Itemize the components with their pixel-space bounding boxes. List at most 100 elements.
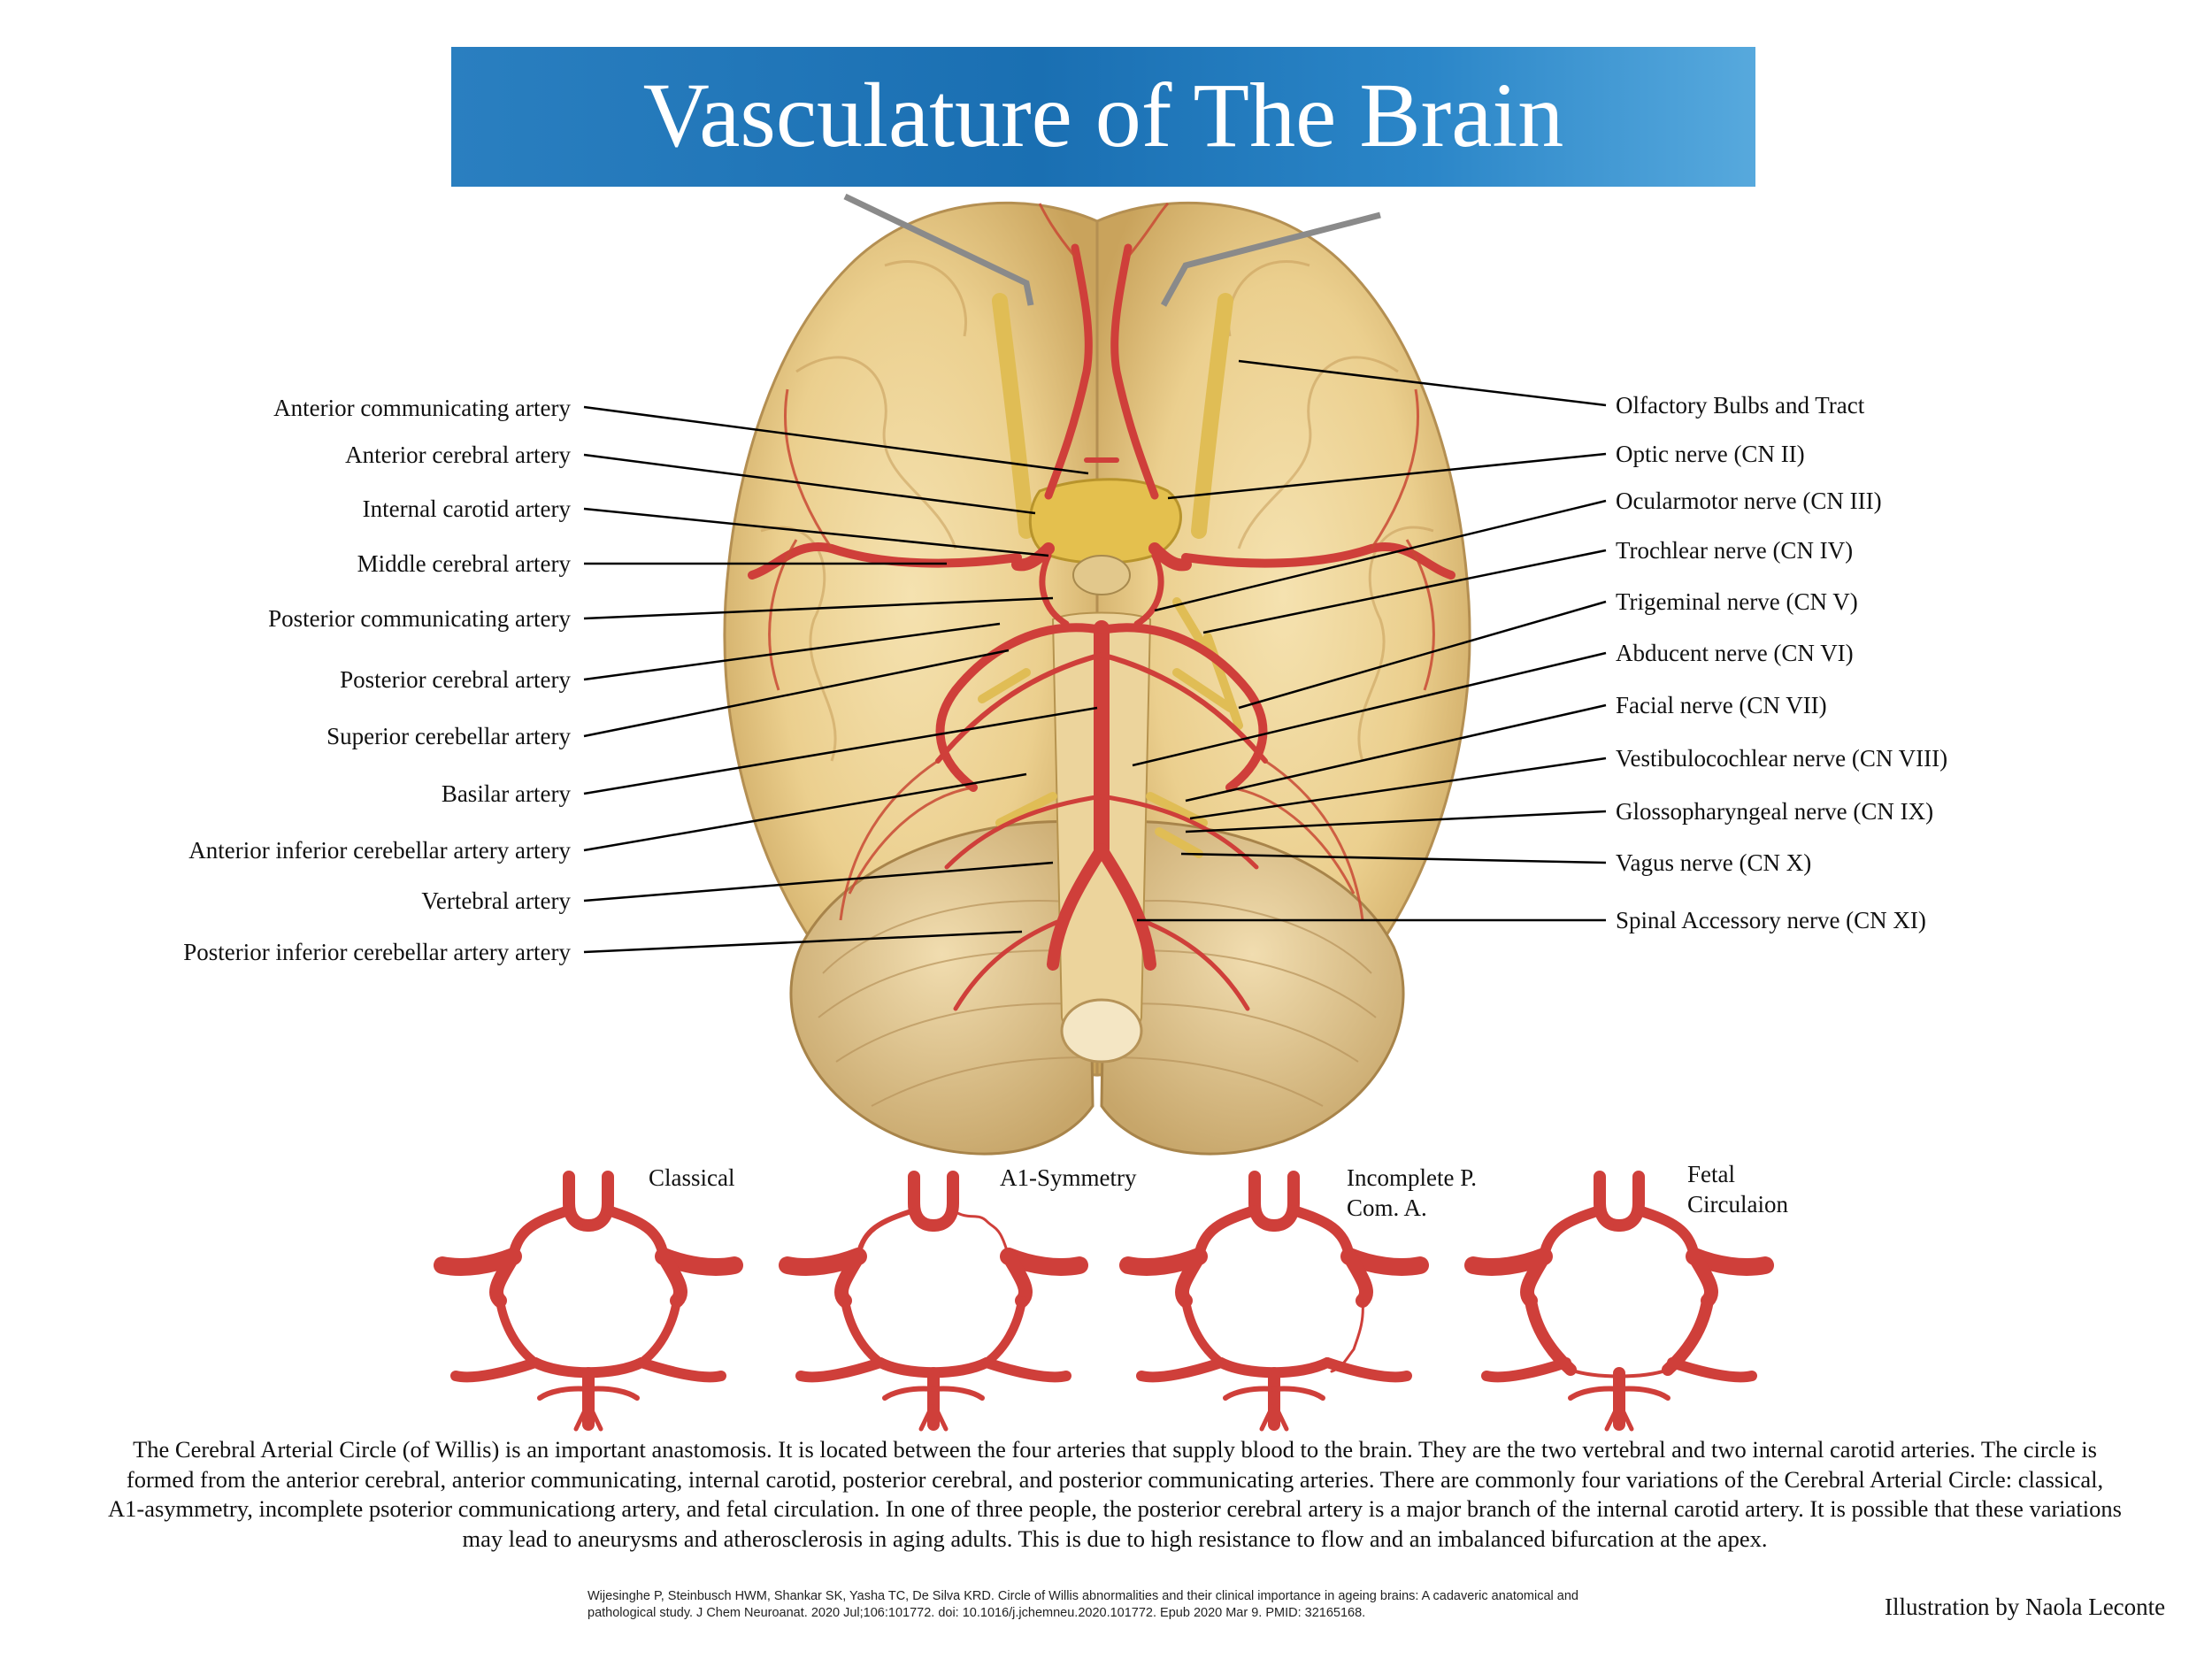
pcom-left <box>1181 1296 1225 1367</box>
middle-cerebral-right <box>1181 542 1455 580</box>
pituitary-stalk <box>1072 555 1131 595</box>
variation-icon-fetal <box>1464 1171 1774 1432</box>
label-vestibulocochlear-nerve: Vestibulocochlear nerve (CN VIII) <box>1616 745 1948 772</box>
label-vagus-nerve: Vagus nerve (CN X) <box>1616 849 1812 876</box>
variation-label-fetal: Fetal Circulaion <box>1687 1161 1788 1217</box>
vertebral-artery-right <box>1095 843 1156 971</box>
label-abducent-nerve: Abducent nerve (CN VI) <box>1616 640 1854 666</box>
variation-icon-incomplete <box>1119 1171 1429 1432</box>
anterior-cerebral-left <box>563 1171 595 1232</box>
cerebellum-left <box>789 820 1094 1156</box>
aica-right <box>933 1404 949 1432</box>
leader-lines <box>583 359 1607 954</box>
superior-cerebellar-right <box>1099 652 1268 764</box>
retractor-left <box>843 193 1034 306</box>
pcom-left <box>841 1296 885 1367</box>
aica-left <box>573 1404 589 1432</box>
sca-right <box>931 1386 985 1401</box>
pcom-right <box>637 1296 681 1367</box>
label-posterior-inferior-cerebellar-artery: Posterior inferior cerebellar artery art… <box>183 939 571 965</box>
a1-segment-left <box>508 1205 574 1262</box>
label-oculomotor-nerve: Ocularmotor nerve (CN III) <box>1616 488 1882 514</box>
variation-icon-classical <box>434 1171 743 1432</box>
sca-left <box>537 1386 591 1401</box>
label-trigeminal-nerve: Trigeminal nerve (CN V) <box>1616 588 1858 615</box>
aica-right <box>1618 1404 1634 1432</box>
label-basilar-artery: Basilar artery <box>441 780 571 807</box>
pica-left <box>953 918 1064 1011</box>
label-anterior-communicating-artery: Anterior communicating artery <box>273 395 571 421</box>
variation-label-incomplete: Incomplete P. Com. A. <box>1347 1164 1477 1221</box>
posterior-communicating-right <box>1133 552 1164 627</box>
internal-carotid-left <box>1011 542 1055 572</box>
internal-carotid-right <box>1148 542 1192 572</box>
citation: Wijesinghe P, Steinbusch HWM, Shankar SK… <box>588 1589 1578 1620</box>
anterior-cerebral-right <box>1110 243 1159 500</box>
a1-segment-right <box>603 1205 669 1262</box>
vertebral-artery-left <box>1047 843 1108 971</box>
posterior-cerebral-right <box>1097 623 1268 792</box>
sca-right <box>586 1386 640 1401</box>
posterior-cerebral-right <box>981 1357 1071 1383</box>
posterior-communicating-left <box>1039 552 1070 627</box>
label-trochlear-nerve: Trochlear nerve (CN IV) <box>1616 537 1854 564</box>
variation-label-classical: Classical <box>649 1164 735 1191</box>
label-spinal-accessory-nerve: Spinal Accessory nerve (CN XI) <box>1616 907 1926 933</box>
label-anterior-cerebral-artery: Anterior cerebral artery <box>345 442 571 468</box>
illustration-credit: Illustration by Naola Leconte <box>1885 1594 2166 1620</box>
label-middle-cerebral-artery: Middle cerebral artery <box>357 550 571 577</box>
posterior-cerebral-left <box>1136 1357 1226 1383</box>
aica-left <box>918 1404 934 1432</box>
sca-left <box>1568 1386 1622 1401</box>
a1-segment-right <box>1288 1205 1355 1262</box>
label-optic-nerve: Optic nerve (CN II) <box>1616 441 1805 467</box>
olfactory-tract-right <box>1191 293 1233 539</box>
sca-left <box>882 1386 936 1401</box>
superior-cerebellar-left <box>935 652 1104 764</box>
anterior-cerebral-right <box>1613 1171 1645 1232</box>
anterior-cerebral-right <box>1268 1171 1300 1232</box>
posterior-cerebral-left <box>935 623 1106 792</box>
aica-left <box>1604 1404 1620 1432</box>
pcom-left <box>495 1296 540 1367</box>
olfactory-tract-left <box>992 293 1034 539</box>
aica-right <box>1273 1404 1289 1432</box>
label-glossopharyngeal-nerve: Glossopharyngeal nerve (CN IX) <box>1616 798 1934 825</box>
sca-left <box>1223 1386 1277 1401</box>
sca-right <box>1617 1386 1671 1401</box>
label-internal-carotid-artery: Internal carotid artery <box>362 495 571 522</box>
variation-icon-a1 <box>779 1171 1088 1432</box>
title-banner: Vasculature of The Brain <box>451 47 1755 187</box>
a1-segment-left <box>1194 1205 1260 1262</box>
spinal-cord-cut <box>1060 998 1143 1064</box>
label-anterior-inferior-cerebellar-artery: Anterior inferior cerebellar artery arte… <box>188 837 571 864</box>
aica-left <box>1259 1404 1275 1432</box>
posterior-cerebral-left <box>1481 1357 1571 1383</box>
brain-illustration <box>723 193 1471 1156</box>
pcom-right <box>982 1296 1026 1367</box>
internal-carotid-right <box>1342 1249 1373 1308</box>
label-vertebral-artery: Vertebral artery <box>421 887 571 914</box>
circle-of-willis-variations <box>434 1171 1774 1432</box>
anterior-cerebral-left <box>1248 1171 1280 1232</box>
anterior-cerebral-left <box>1044 243 1093 500</box>
anterior-cerebral-right <box>582 1171 614 1232</box>
cerebellum-right <box>1100 820 1405 1156</box>
anterior-cerebral-left <box>1594 1171 1625 1232</box>
sca-right <box>1271 1386 1325 1401</box>
posterior-cerebral-left <box>450 1357 541 1383</box>
label-olfactory-bulbs: Olfactory Bulbs and Tract <box>1616 392 1865 419</box>
label-facial-nerve: Facial nerve (CN VII) <box>1616 692 1827 718</box>
description-paragraph: The Cerebral Arterial Circle (of Willis)… <box>108 1436 2122 1552</box>
posterior-cerebral-left <box>795 1357 886 1383</box>
aica-left <box>944 794 1104 870</box>
posterior-cerebral-right <box>1322 1357 1412 1383</box>
aica-right <box>1099 794 1259 870</box>
middle-cerebral-left <box>748 542 1022 580</box>
anterior-cerebral-left <box>908 1171 940 1232</box>
a1-segment-right-hypoplastic <box>951 1209 1010 1258</box>
posterior-cerebral-right <box>1667 1357 1757 1383</box>
a1-segment-left <box>856 1208 917 1259</box>
page-title: Vasculature of The Brain <box>642 65 1564 166</box>
